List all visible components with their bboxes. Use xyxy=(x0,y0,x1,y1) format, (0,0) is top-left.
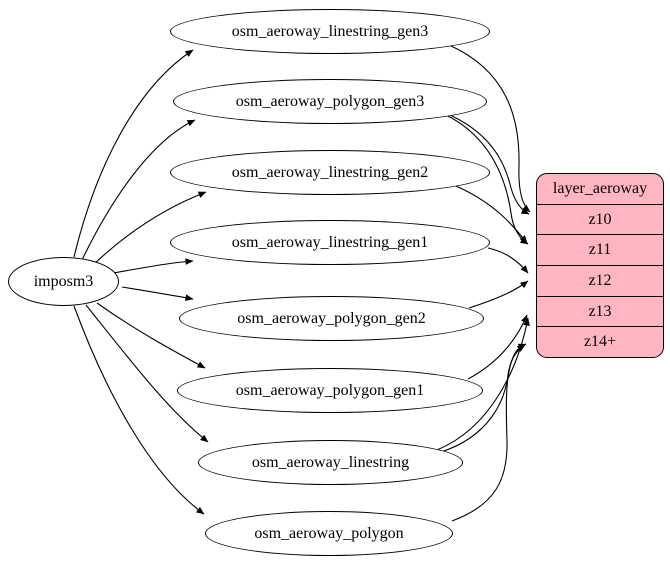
edge-imposm3-polygon xyxy=(73,305,205,515)
edge-linestring_gen2-z11 xyxy=(455,185,528,244)
layer-title: layer_aeroway xyxy=(552,179,648,197)
table-label: osm_aeroway_linestring_gen2 xyxy=(231,163,429,181)
edge-imposm3-polygon_gen2 xyxy=(121,286,194,302)
edge-imposm3-polygon_gen3 xyxy=(81,119,196,261)
node-osm_aeroway_polygon_gen3: osm_aeroway_polygon_gen3 xyxy=(173,79,487,124)
node-osm_aeroway_linestring_gen2: osm_aeroway_linestring_gen2 xyxy=(170,150,490,195)
table-label: osm_aeroway_linestring_gen3 xyxy=(231,22,429,40)
node-osm_aeroway_linestring_gen3: osm_aeroway_linestring_gen3 xyxy=(170,9,490,54)
edge-linestring-z13 xyxy=(436,317,530,451)
zoom-row-z12: z12 xyxy=(537,265,663,296)
node-layer_aeroway: layer_aeroway z10 z11 z12 z13 z14+ xyxy=(536,173,664,358)
edge-polygon_gen3-z10 xyxy=(442,111,530,215)
node-osm_aeroway_polygon_gen2: osm_aeroway_polygon_gen2 xyxy=(179,296,484,341)
zoom-row-z14plus: z14+ xyxy=(537,326,663,357)
table-label: osm_aeroway_linestring_gen1 xyxy=(231,233,429,251)
edge-polygon_gen2-z12 xyxy=(468,280,529,309)
edge-linestring_gen1-z12 xyxy=(487,247,529,274)
edge-polygon-z14 xyxy=(451,343,527,522)
zoom-row-z11: z11 xyxy=(537,234,663,265)
table-label: osm_aeroway_polygon_gen2 xyxy=(237,309,426,327)
table-label: osm_aeroway_linestring xyxy=(251,453,410,471)
node-imposm3: imposm3 xyxy=(8,257,119,306)
edge-linestring_gen3-z10 xyxy=(448,44,531,213)
node-osm_aeroway_polygon_gen1: osm_aeroway_polygon_gen1 xyxy=(177,368,483,413)
table-label: osm_aeroway_polygon_gen1 xyxy=(235,381,425,399)
table-label: osm_aeroway_polygon_gen3 xyxy=(235,92,425,110)
zoom-row-z10: z10 xyxy=(537,203,663,235)
edge-polygon_gen3-z11 xyxy=(445,114,529,245)
zoom-row-z13: z13 xyxy=(537,295,663,327)
edge-imposm3-linestring_gen3 xyxy=(73,49,194,258)
node-osm_aeroway_linestring: osm_aeroway_linestring xyxy=(198,440,463,485)
edge-imposm3-linestring_gen1 xyxy=(112,258,194,274)
node-osm_aeroway_polygon: osm_aeroway_polygon xyxy=(205,511,453,556)
node-osm_aeroway_linestring_gen1: osm_aeroway_linestring_gen1 xyxy=(170,220,490,265)
node-imposm3-label: imposm3 xyxy=(33,272,94,290)
edge-imposm3-polygon_gen1 xyxy=(96,302,206,369)
table-label: osm_aeroway_polygon xyxy=(254,524,404,542)
edge-imposm3-linestring_gen2 xyxy=(92,191,207,266)
edge-imposm3-linestring xyxy=(85,304,209,443)
